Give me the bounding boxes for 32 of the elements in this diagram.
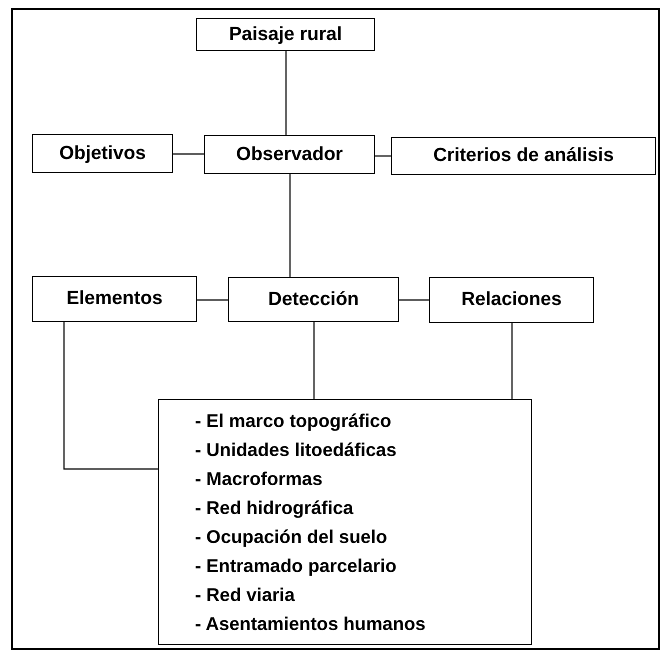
list-box	[158, 399, 532, 645]
box-label: Objetivos	[59, 142, 146, 164]
list-item: - Red viaria	[195, 583, 295, 607]
concept-box	[204, 135, 375, 174]
concept-box	[228, 277, 399, 322]
connector-line	[511, 323, 513, 399]
box-label: Elementos	[66, 288, 163, 310]
connector-line	[63, 322, 158, 470]
concept-box	[32, 134, 173, 173]
connector-line	[289, 174, 291, 277]
list-item: - Ocupación del suelo	[195, 525, 388, 549]
list-item: - Entramado parcelario	[195, 554, 397, 578]
box-label: Criterios de análisis	[433, 145, 614, 167]
box-label: Paisaje rural	[228, 24, 342, 46]
connector-line	[399, 299, 429, 301]
concept-box	[391, 137, 656, 175]
connector-line	[313, 322, 315, 399]
list-item: - El marco topográfico	[195, 409, 392, 433]
list-item: - Unidades litoedáficas	[195, 438, 396, 462]
connector-line	[173, 153, 204, 155]
box-label: Relaciones	[461, 289, 562, 311]
concept-box	[32, 276, 197, 322]
list-item: - Red hidrográfica	[195, 496, 354, 520]
box-label: Observador	[236, 144, 343, 166]
connector-line	[197, 299, 228, 301]
connector-line	[375, 155, 391, 157]
list-item: - Asentamientos humanos	[195, 612, 426, 636]
list-item: - Macroformas	[195, 467, 322, 491]
concept-box	[196, 18, 375, 51]
concept-box	[429, 277, 594, 323]
box-label: Detección	[268, 288, 359, 310]
connector-line	[285, 51, 287, 135]
